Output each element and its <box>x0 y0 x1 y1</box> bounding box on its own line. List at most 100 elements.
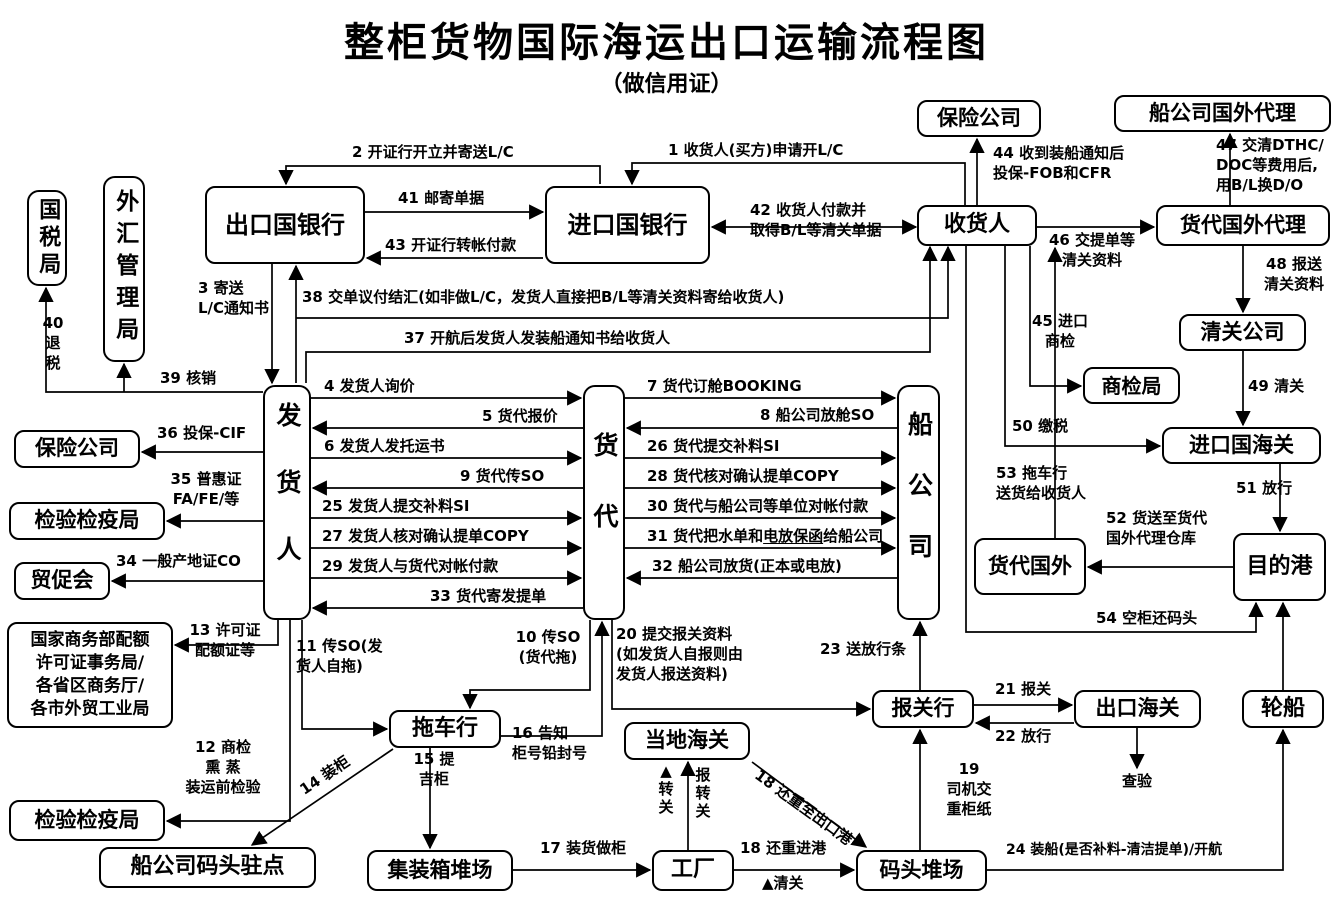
edge-step-40 <box>38 286 263 393</box>
label-step-22: 22 放行 <box>995 727 1052 745</box>
edge-step-11 <box>301 620 389 737</box>
label-step-24: 24 装船(是否补料-清洁提单)/开航 <box>1006 842 1223 858</box>
node-container-yard: 集装箱堆场 <box>367 850 513 891</box>
label-step-44: 44 收到装船通知后 投保-FOB和CFR <box>993 144 1125 182</box>
node-export-customs: 出口海关 <box>1074 690 1201 728</box>
label-step-3: 3 寄送 L/C通知书 <box>198 279 270 317</box>
label-step-46: 46 交提单等 清关资料 <box>1048 231 1136 269</box>
edge-step-18b <box>751 761 868 848</box>
label-step-39: 39 核销 <box>160 369 217 387</box>
label-step-15: 15 提 吉柜 <box>413 750 455 788</box>
node-ciq-bottom: 检验检疫局 <box>9 800 165 841</box>
label-step-32: 32 船公司放货(正本或电放) <box>652 557 842 575</box>
label-step-51: 51 放行 <box>1236 479 1293 497</box>
node-customs-broker: 报关行 <box>872 690 974 728</box>
label-step-9: 9 货代传SO <box>460 467 545 485</box>
label-step-31-suffix: 给船公司 <box>823 527 884 545</box>
label-step-23: 23 送放行条 <box>820 640 907 658</box>
note-inspection: 查验 <box>1121 772 1152 790</box>
label-step-31-prefix: 31 货代把水单和 <box>647 527 764 545</box>
label-step-4: 4 发货人询价 <box>324 377 415 395</box>
node-commerce-dept: 国家商务部配额 许可证事务局/ 各省区商务厅/ 各市外贸工业局 <box>7 622 173 728</box>
node-shipper: 发货人 <box>263 385 311 620</box>
node-ciq-left: 检验检疫局 <box>9 502 165 540</box>
node-ccpit: 贸促会 <box>14 562 110 600</box>
label-step-38: 38 交单议付结汇(如非做L/C，发货人直接把B/L等清关资料寄给收货人) <box>302 288 785 306</box>
edge-step-10 <box>462 620 591 710</box>
label-step-53: 53 拖车行 送货给收货人 <box>996 464 1087 502</box>
label-step-31: 31 货代把水单和电放保函给船公司 <box>647 527 883 547</box>
node-dock-yard: 码头堆场 <box>856 850 987 891</box>
node-import-bank: 进口国银行 <box>545 186 710 264</box>
label-step-11: 11 传SO(发 货人自拖) <box>296 637 383 675</box>
edge-step-12 <box>165 620 291 829</box>
edge-step-50 <box>1004 246 1162 454</box>
node-destination-port: 目的港 <box>1233 533 1326 601</box>
label-step-16: 16 告知 柜号铅封号 <box>512 724 588 762</box>
node-clearance-company: 清关公司 <box>1179 314 1306 351</box>
node-shipping-company: 船公司 <box>897 385 940 620</box>
node-carrier-overseas-agent: 船公司国外代理 <box>1114 95 1331 132</box>
edge-step-37 <box>305 245 938 383</box>
label-step-50: 50 缴税 <box>1012 417 1069 435</box>
label-step-52: 52 货送至货代 国外代理仓库 <box>1106 509 1208 547</box>
edge-step-16 <box>501 620 610 737</box>
label-step-13: 13 许可证 配额证等 <box>189 621 261 659</box>
label-step-21: 21 报关 <box>995 680 1052 698</box>
label-step-30: 30 货代与船公司等单位对帐付款 <box>647 497 869 515</box>
label-step-29: 29 发货人与货代对帐付款 <box>322 557 499 575</box>
note-clearance: ▲清关 <box>762 874 804 892</box>
label-step-47: 47 交清DTHC/ DOC等费用后, 用B/L换D/O <box>1216 136 1324 194</box>
label-step-49: 49 清关 <box>1248 377 1305 395</box>
edge-step-38b <box>296 245 956 319</box>
diagram-title: 整柜货物国际海运出口运输流程图 <box>344 20 989 66</box>
label-step-48: 48 报送 清关资料 <box>1263 255 1324 293</box>
node-trucking-company: 拖车行 <box>389 710 501 748</box>
edge-step-45 <box>1029 246 1083 394</box>
edge-step-1 <box>624 162 966 205</box>
edge-step-14 <box>250 748 394 846</box>
label-step-43: 43 开证行转帐付款 <box>385 236 517 254</box>
edge-step-20 <box>611 620 872 717</box>
note-report-transit: 报 转 关 <box>695 766 711 820</box>
node-forwarder-overseas: 货代国外 <box>974 538 1086 595</box>
label-step-2: 2 开证行开立并寄送L/C <box>352 143 514 161</box>
label-step-25: 25 发货人提交补料SI <box>322 497 470 515</box>
label-step-20: 20 提交报关资料 (如发货人自报则由 发货人报送资料) <box>616 625 743 683</box>
edge-step-13 <box>173 620 279 653</box>
label-step-33: 33 货代寄发提单 <box>430 587 547 605</box>
edge-step-54 <box>965 246 1264 633</box>
label-step-8: 8 船公司放舱SO <box>760 406 875 424</box>
node-forex-admin: 外汇管理局 <box>103 176 145 362</box>
label-step-28: 28 货代核对确认提单COPY <box>647 467 839 485</box>
label-step-17: 17 装货做柜 <box>540 839 627 857</box>
edge-step-24 <box>987 728 1291 871</box>
node-vessel: 轮船 <box>1242 690 1324 728</box>
note-transit-customs: ▲ 转 关 <box>658 762 674 816</box>
diagram-subtitle: （做信用证） <box>600 72 733 97</box>
label-step-35: 35 普惠证 FA/FE/等 <box>170 470 242 508</box>
label-step-19: 19 司机交 重柜纸 <box>946 760 992 818</box>
label-step-5: 5 货代报价 <box>482 407 558 425</box>
node-forwarder-overseas-agent: 货代国外代理 <box>1156 205 1330 246</box>
label-step-1: 1 收货人(买方)申请开L/C <box>668 141 844 159</box>
node-insurance-company-top: 保险公司 <box>917 100 1041 137</box>
label-step-7: 7 货代订舱BOOKING <box>647 377 802 395</box>
label-step-45: 45 进口 商检 <box>1031 312 1089 350</box>
label-step-42: 42 收货人付款并 取得B/L等清关单据 <box>750 201 882 239</box>
node-consignee: 收货人 <box>917 205 1037 246</box>
label-step-27: 27 发货人核对确认提单COPY <box>322 527 529 545</box>
label-step-31-underlined: 电放保函 <box>763 527 824 545</box>
label-step-41: 41 邮寄单据 <box>398 189 485 207</box>
label-step-40: 40 退 税 <box>42 314 64 372</box>
label-step-26: 26 货代提交补料SI <box>647 437 780 455</box>
node-local-customs: 当地海关 <box>624 722 750 760</box>
node-forwarder: 货代 <box>583 385 625 620</box>
edge-step-2 <box>278 165 601 186</box>
label-step-18a: 18 还重进港 <box>740 839 827 857</box>
node-export-bank: 出口国银行 <box>205 186 365 264</box>
label-step-12: 12 商检 熏 蒸 装运前检验 <box>185 738 261 796</box>
node-commodity-inspection-bureau: 商检局 <box>1083 367 1180 404</box>
